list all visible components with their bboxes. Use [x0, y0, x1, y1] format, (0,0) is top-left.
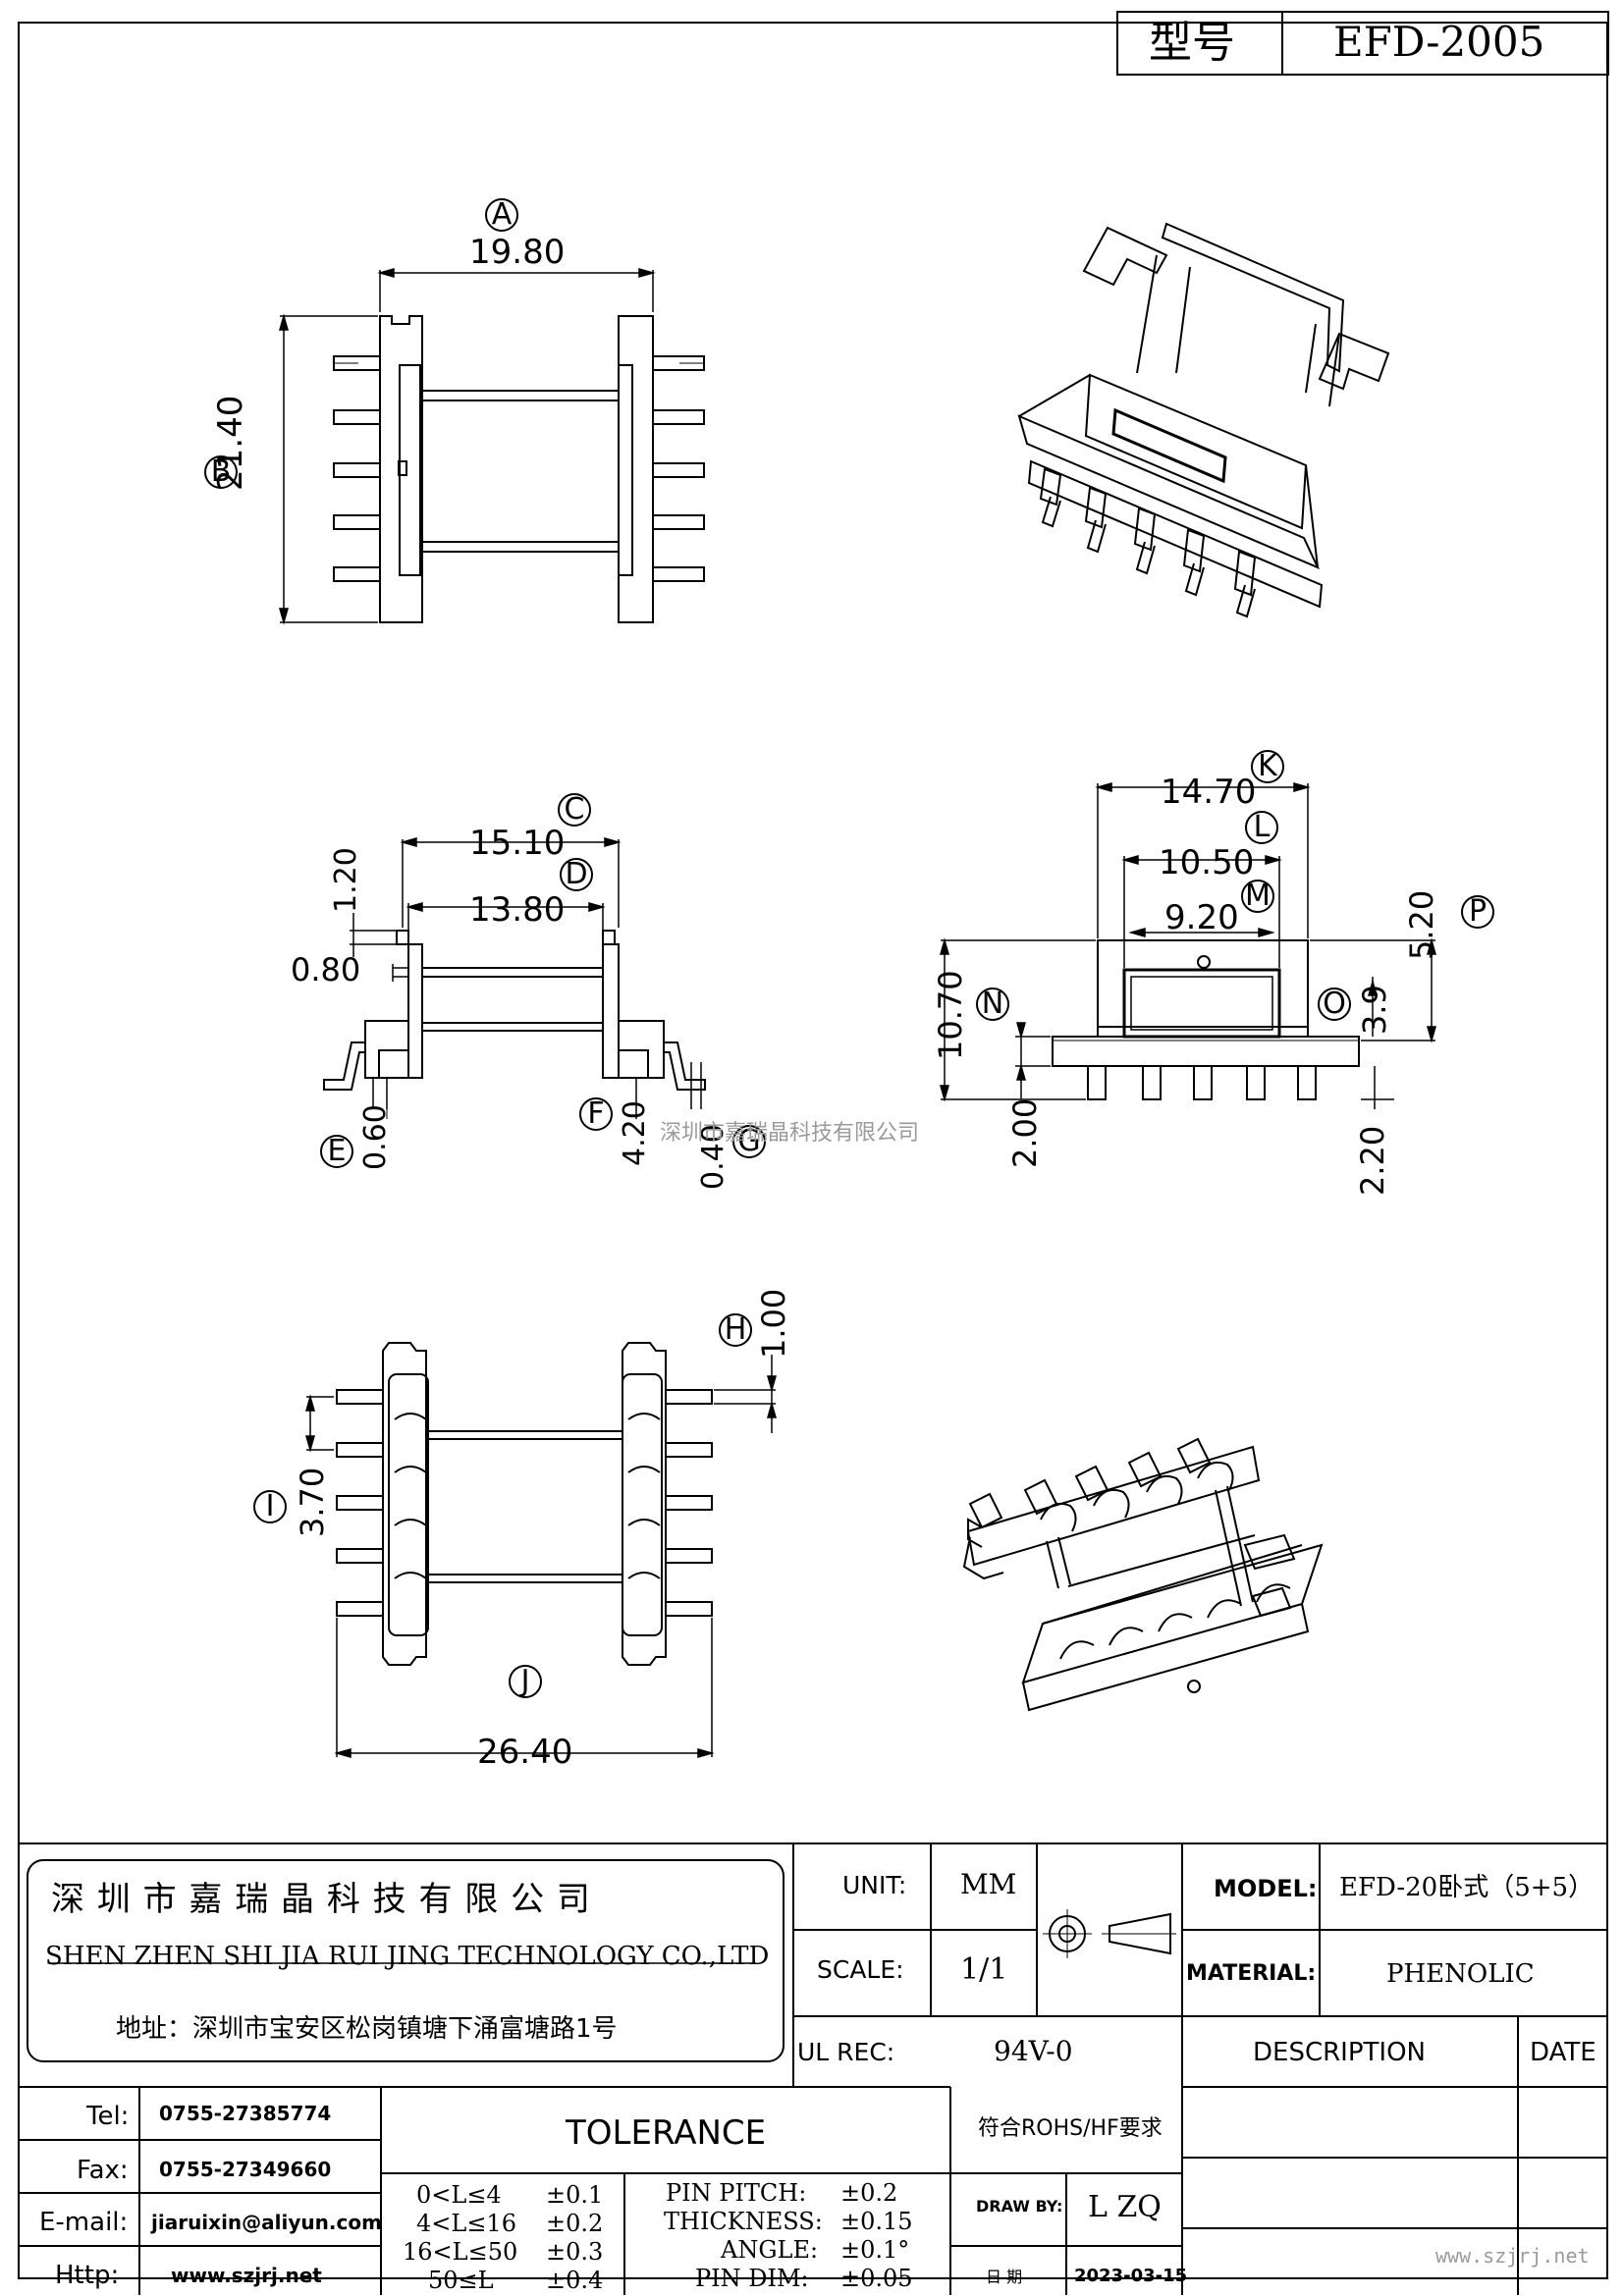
website-watermark: www.szjrj.net: [1435, 2244, 1590, 2268]
dim-c-value: 15.10: [469, 824, 566, 863]
callout-p: P: [1461, 895, 1494, 929]
tolerance-value-1: ±0.1: [546, 2181, 604, 2209]
contact-label-tel: Tel:: [86, 2102, 130, 2131]
tolerance-title: TOLERANCE: [566, 2113, 767, 2153]
model-field-label: MODEL:: [1214, 1875, 1318, 1902]
isometric-view-bottom: [962, 1437, 1324, 1712]
dim-k-value: 14.70: [1161, 773, 1257, 812]
dim-j-value: 26.40: [477, 1733, 573, 1772]
ul-rec-label: UL REC:: [797, 2038, 895, 2066]
company-name-en: SHEN ZHEN SHI JIA RUI JING TECHNOLOGY CO…: [45, 1942, 770, 1971]
tolerance-thickness-label: THICKNESS:: [664, 2208, 823, 2235]
tolerance-pin-dim-label: PIN DIM:: [695, 2265, 809, 2292]
material-label: MATERIAL:: [1186, 1961, 1317, 1986]
callout-k: K: [1251, 750, 1284, 783]
contact-label-fax: Fax:: [77, 2156, 129, 2185]
dim-a-value: 19.80: [469, 233, 566, 272]
contact-label-http: Http:: [55, 2261, 120, 2290]
dim-1-20-value: 1.20: [329, 847, 363, 913]
callout-i: I: [253, 1490, 287, 1523]
dim-d-value: 13.80: [469, 890, 566, 930]
dim-f-value: 4.20: [618, 1100, 652, 1166]
tolerance-angle-label: ANGLE:: [721, 2236, 819, 2264]
callout-e: E: [320, 1135, 353, 1168]
callout-d: D: [560, 858, 593, 891]
dim-h-value: 1.00: [755, 1288, 792, 1359]
dim-b-value: 21.40: [211, 395, 250, 491]
company-address: 地址：深圳市宝安区松岗镇塘下涌富塘路1号: [116, 2014, 618, 2044]
title-block-frame: [18, 1842, 1608, 2295]
watermark-text: 深圳市嘉瑞晶科技有限公司: [660, 1121, 920, 1146]
rohs-compliance: 符合ROHS/HF要求: [978, 2116, 1163, 2141]
dim-e-value: 0.60: [358, 1104, 393, 1170]
front-view-drawing: [1052, 939, 1360, 1100]
dim-p-value: 5.20: [1403, 889, 1440, 960]
dim-l-value: 10.50: [1159, 843, 1255, 882]
date-cn-label: 日 期: [986, 2268, 1023, 2286]
callout-a: A: [485, 198, 518, 232]
callout-c: C: [558, 793, 591, 827]
top-view-dimensions: [279, 268, 656, 625]
top-view-drawing: [333, 315, 705, 623]
tolerance-range-1: 0<L≤4: [416, 2181, 502, 2209]
callout-m: M: [1241, 880, 1274, 913]
tolerance-thickness-value: ±0.15: [840, 2208, 913, 2235]
tolerance-range-3: 16<L≤50: [403, 2238, 518, 2266]
callout-b: B: [204, 455, 238, 489]
tolerance-value-2: ±0.2: [546, 2210, 604, 2237]
draw-by-label: DRAW BY:: [976, 2197, 1063, 2216]
callout-l: L: [1245, 811, 1278, 844]
dim-m-value: 9.20: [1164, 898, 1239, 937]
tolerance-pin-pitch-label: PIN PITCH:: [666, 2179, 807, 2207]
dim-n-value: 10.70: [932, 970, 969, 1060]
dim-2-20-value: 2.20: [1354, 1125, 1391, 1196]
model-field-value: EFD-20卧式（5+5）: [1339, 1873, 1595, 1902]
tolerance-range-2: 4<L≤16: [416, 2210, 516, 2237]
model-number: EFD-2005: [1333, 18, 1545, 66]
description-header: DESCRIPTION: [1253, 2038, 1426, 2067]
dim-i-value: 3.70: [294, 1467, 331, 1537]
tolerance-pin-dim-value: ±0.05: [840, 2265, 913, 2292]
title-box-frame: [1116, 11, 1609, 76]
contact-value-email: jiaruixin@aliyun.com: [151, 2211, 382, 2234]
tolerance-angle-value: ±0.1°: [840, 2236, 910, 2264]
contact-value-http: www.szjrj.net: [171, 2264, 322, 2287]
contact-value-fax: 0755-27349660: [159, 2158, 332, 2181]
callout-n: N: [976, 988, 1009, 1021]
side-view-dimensions: [350, 837, 702, 1119]
contact-value-tel: 0755-27385774: [159, 2102, 332, 2125]
callout-h: H: [719, 1313, 752, 1347]
dim-2-00-value: 2.00: [1006, 1097, 1044, 1168]
side-view-drawing: [323, 930, 706, 1119]
date-value: 2023-03-15: [1074, 2266, 1188, 2286]
callout-f: F: [579, 1097, 613, 1131]
drawing-sheet-border: [18, 22, 1608, 2279]
unit-label: UNIT:: [842, 1871, 907, 1899]
dim-0-80-value: 0.80: [291, 951, 361, 988]
isometric-view-top: [1017, 222, 1390, 618]
contact-label-email: E-mail:: [39, 2208, 129, 2237]
callout-o: O: [1318, 988, 1351, 1021]
ul-rec-value: 94V-0: [994, 2035, 1073, 2067]
dim-o-value: 3.9: [1356, 985, 1393, 1035]
callout-g: G: [732, 1125, 766, 1158]
date-header: DATE: [1530, 2038, 1596, 2067]
company-name-cn: 深 圳 市 嘉 瑞 晶 科 技 有 限 公 司: [51, 1880, 591, 1919]
unit-value: MM: [960, 1868, 1017, 1900]
scale-label: SCALE:: [817, 1955, 904, 1984]
bottom-view-drawing: [336, 1342, 713, 1666]
tolerance-range-4: 50≤L: [428, 2267, 494, 2294]
scale-value: 1/1: [960, 1952, 1008, 1987]
tolerance-value-3: ±0.3: [546, 2238, 604, 2266]
front-view-dimensions: [940, 782, 1436, 1109]
tolerance-pin-pitch-value: ±0.2: [840, 2179, 898, 2207]
material-value: PHENOLIC: [1386, 1959, 1535, 1989]
callout-j: J: [509, 1665, 542, 1698]
model-label: 型号: [1149, 18, 1235, 68]
bottom-view-dimensions: [305, 1355, 777, 1758]
tolerance-value-4: ±0.4: [546, 2267, 604, 2294]
draw-by-value: L ZQ: [1088, 2190, 1162, 2224]
